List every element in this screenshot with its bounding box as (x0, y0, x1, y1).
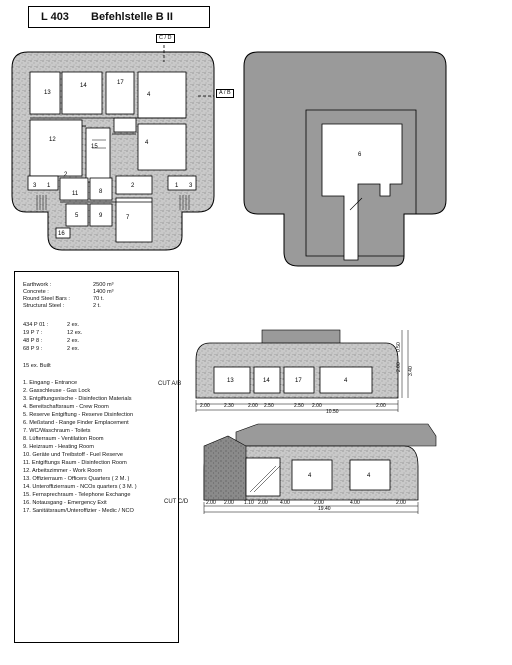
item-label: 68 P 9 : (23, 346, 43, 352)
room-7: 7 (126, 215, 130, 221)
cut-cd-label: CUT C/D (164, 499, 189, 505)
legend-item: 13. Offizierraum - Officers Quarters ( 2… (23, 476, 130, 482)
room-1b: 1 (175, 183, 179, 189)
legend-item: 12. Arbeitszimmer - Work Room (23, 468, 103, 474)
earthwork-label: Earthwork : (23, 282, 52, 288)
room-9: 9 (99, 213, 103, 219)
concrete-value: 1400 m³ (93, 289, 114, 295)
section-tag-ab: A / B (216, 89, 234, 98)
cut-ab-dim-1: 2.30 (224, 403, 234, 409)
structural-label: Structural Steel : (23, 303, 65, 309)
cut-ab-vdim-2: 3.40 (408, 366, 414, 376)
cut-ab-total: 10.50 (326, 409, 339, 415)
room-2b: 2 (131, 183, 135, 189)
cut-ab-section: 13 14 17 4 2.00 2.30 2.00 2.50 2.50 2.00… (195, 329, 414, 415)
room-13: 13 (44, 90, 51, 96)
steelbars-label: Round Steel Bars : (23, 296, 70, 302)
cut-ab-dim-5: 2.00 (312, 403, 322, 409)
steelbars-value: 70 t. (93, 296, 104, 302)
legend-item: 2. Gasschleuse - Gas Lock (23, 388, 91, 394)
cut-cd-dim-4: 4.00 (280, 500, 290, 506)
stats-legend-box: Earthwork : 2500 m³ Concrete : 1400 m³ R… (14, 271, 179, 643)
cut-cd-dim-2: 1.10 (244, 500, 254, 506)
plan-room-numbers: 13 14 17 4 12 15 4 3 1 2 11 8 2 1 3 5 9 … (33, 80, 193, 237)
cut-ab-dim-3: 2.50 (264, 403, 274, 409)
structural-value: 2 t. (93, 303, 101, 309)
legend-item: 15. Fernsprechraum - Telephone Exchange (23, 492, 131, 498)
legend-item: 16. Notausgang - Emergency Exit (23, 500, 107, 506)
cut-ab-dim-4: 2.50 (294, 403, 304, 409)
room-6: 6 (358, 152, 362, 158)
cut-cd-dim-3: 2.00 (258, 500, 268, 506)
legend-item: 17. Sanitätsraum/Unteroffizier - Medic /… (23, 508, 134, 514)
cut-ab-vdim-1: 2.00 (396, 362, 402, 372)
room-3a: 3 (33, 183, 37, 189)
item-count: 12 ex. (67, 330, 83, 336)
legend-item: 14. Unteroffizierraum - NCOs quarters ( … (23, 484, 137, 490)
room-12: 12 (49, 137, 56, 143)
earthwork-value: 2500 m³ (93, 282, 114, 288)
section-tag-cd: C / D (156, 34, 175, 43)
room-4a: 4 (147, 92, 151, 98)
legend-item: 6. Meßstand - Range Finder Emplacement (23, 420, 129, 426)
cut-cd-dim-0: 2.00 (206, 500, 216, 506)
legend-item: 7. WC/Waschraum - Toilets (23, 428, 91, 434)
cut-cd-room-4b: 4 (367, 473, 371, 479)
legend-item: 10. Geräte und Treibstoff - Fuel Reserve (23, 452, 124, 458)
cut-cd-section: 4 4 2.00 2.00 1.10 2.00 4.00 2.00 4.00 2… (203, 423, 437, 514)
cut-cd-total: 19.40 (318, 506, 331, 512)
room-15: 15 (91, 144, 98, 150)
concrete-label: Concrete : (23, 289, 49, 295)
room-3b: 3 (189, 183, 193, 189)
room-2a: 2 (64, 172, 68, 178)
item-label: 48 P 8 : (23, 338, 43, 344)
item-count: 2 ex. (67, 338, 80, 344)
item-count: 2 ex. (67, 322, 80, 328)
room-16: 16 (58, 231, 65, 237)
item-count: 2 ex. (67, 346, 80, 352)
cut-ab-dim-2: 2.00 (248, 403, 258, 409)
legend-item: 4. Bereitschaftsraum - Crew Room (23, 404, 109, 410)
cut-cd-dim-7: 2.00 (396, 500, 406, 506)
room-4b: 4 (145, 140, 149, 146)
cut-ab-room-4: 4 (344, 378, 348, 384)
room-14: 14 (80, 83, 87, 89)
cut-ab-label: CUT A/B (158, 381, 182, 387)
legend-item: 5. Reserve Entgiftung - Reserve Disinfec… (23, 412, 134, 418)
built-count: 15 ex. Built (23, 363, 51, 369)
bunker-name: Befehlstelle B II (91, 11, 173, 23)
cut-cd-dim-1: 2.00 (224, 500, 234, 506)
cut-ab-room-13: 13 (227, 378, 234, 384)
room-5: 5 (75, 213, 79, 219)
item-label: 19 P 7 : (23, 330, 43, 336)
item-label: 434 P 01 : (23, 322, 49, 328)
cut-ab-vdim-0: 0.50 (396, 342, 402, 352)
cut-ab-dim-6: 2.00 (376, 403, 386, 409)
title-box: L 403 Befehlstelle B II (28, 6, 210, 28)
cut-ab-room-17: 17 (295, 378, 302, 384)
room-11: 11 (72, 191, 79, 197)
legend-item: 3. Entgiftungsnische - Disinfection Mate… (23, 396, 132, 402)
legend-item: 1. Eingang - Entrance (23, 380, 78, 386)
range-finder-plan: 6 (243, 51, 447, 267)
legend-item: 11. Entgiftungs Raum - Disinfection Room (23, 460, 127, 466)
room-17: 17 (117, 80, 124, 86)
cut-cd-dim-6: 4.00 (350, 500, 360, 506)
room-1a: 1 (47, 183, 51, 189)
cut-ab-room-14: 14 (263, 378, 270, 384)
cut-cd-dim-5: 2.00 (314, 500, 324, 506)
cut-cd-room-4a: 4 (308, 473, 312, 479)
bunker-code: L 403 (41, 11, 69, 23)
legend-item: 8. Lüfterraum - Ventilation Room (23, 436, 104, 442)
cut-ab-dim-0: 2.00 (200, 403, 210, 409)
room-8: 8 (99, 189, 103, 195)
legend-item: 9. Heizraum - Heating Room (23, 444, 94, 450)
